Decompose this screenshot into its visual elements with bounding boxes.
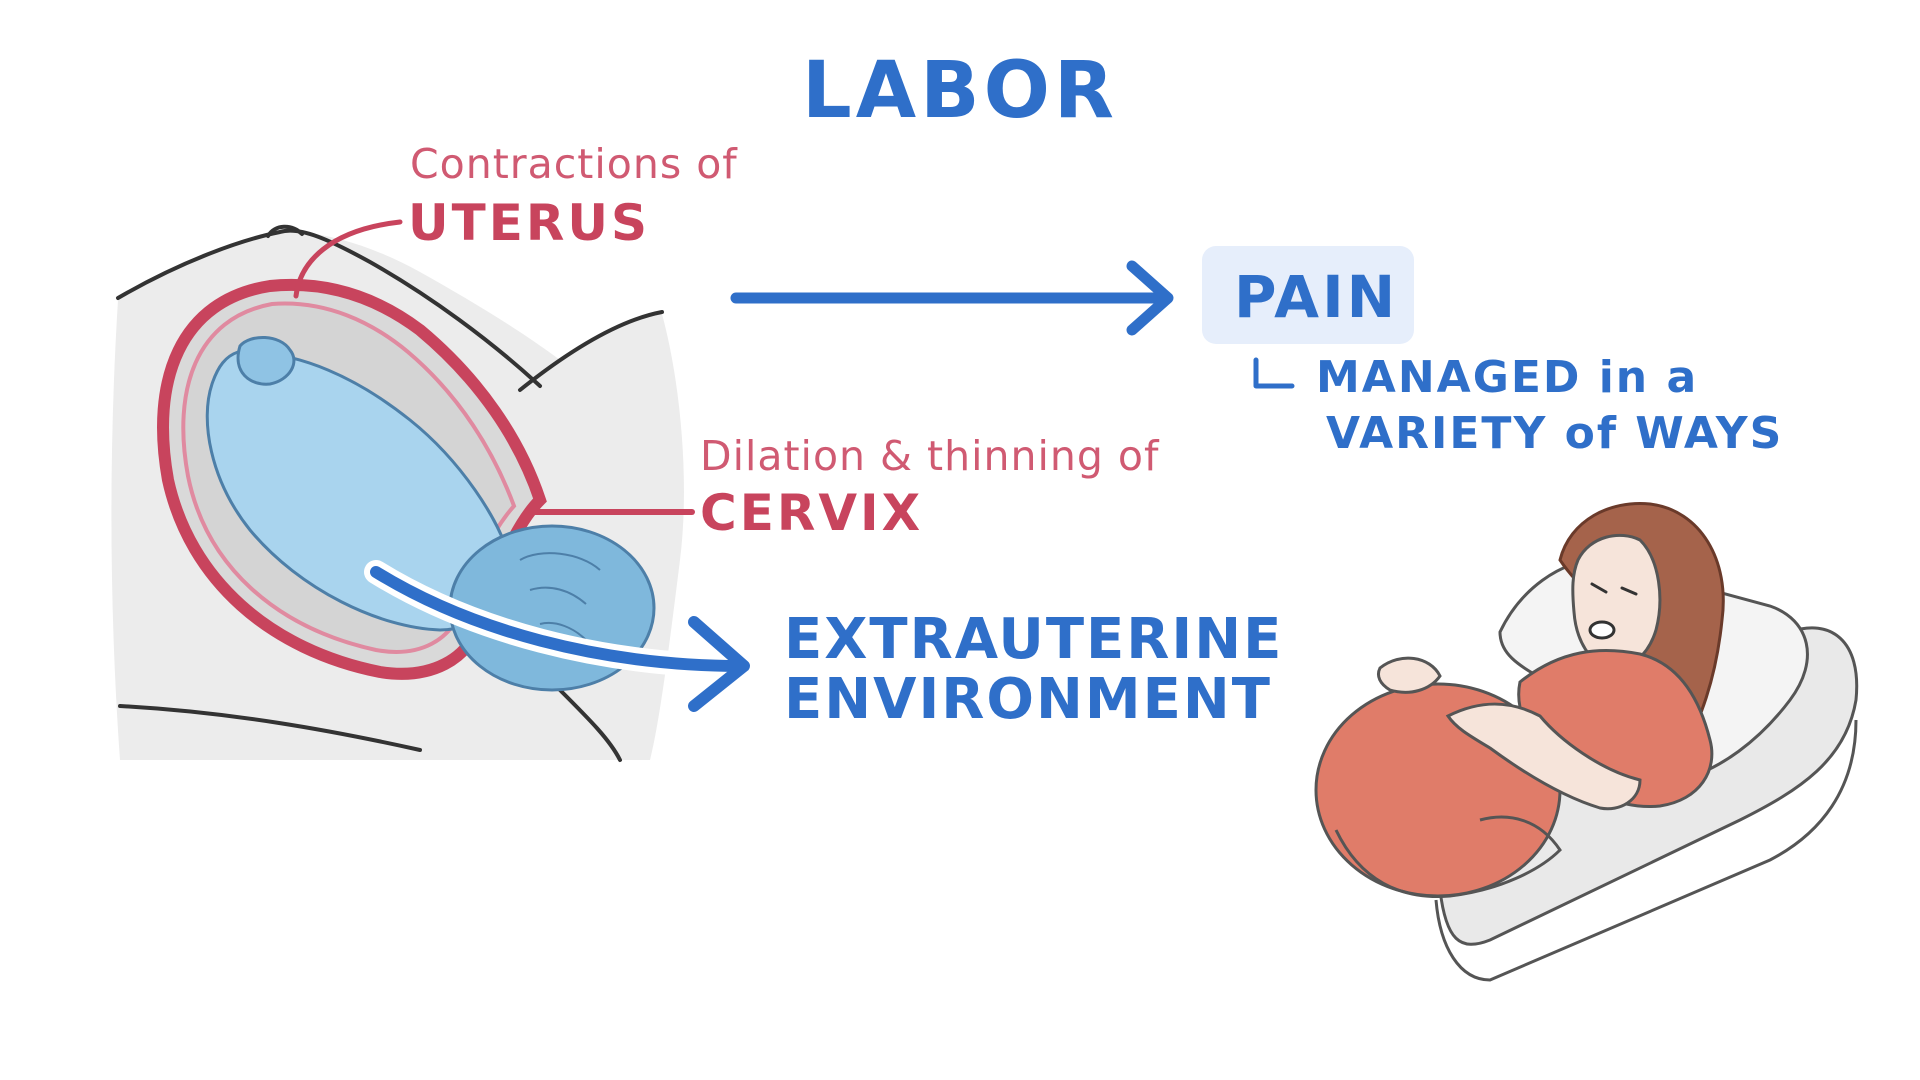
thigh-outline [518, 310, 664, 392]
bed-edge [1434, 719, 1858, 982]
page-title: LABOR [802, 46, 1118, 136]
managed-line2: VARIETY of WAYS [1326, 408, 1784, 459]
extrauterine-line1: EXTRAUTERINE [784, 607, 1284, 672]
woman-hand [1376, 656, 1442, 694]
leg-outline [558, 688, 622, 762]
pain-highlight-box [1202, 246, 1414, 344]
back-outline [118, 704, 422, 752]
belly-outline [116, 228, 542, 388]
arrow-to-pain [730, 260, 1174, 336]
fetus-hair [519, 552, 601, 641]
woman-eyes [1590, 582, 1638, 596]
curved-arrow-stroke [370, 566, 748, 672]
elbow-connector-icon [1253, 357, 1295, 389]
fetus-foot [236, 335, 296, 386]
fetus-body [205, 350, 512, 632]
woman-mouth [1588, 620, 1616, 640]
managed-line1: MANAGED in a [1316, 352, 1699, 403]
woman-arm [1445, 702, 1642, 811]
uterus-caption: Contractions of [410, 140, 738, 188]
pain-label: PAIN [1234, 263, 1399, 331]
arrow-right-head [1126, 260, 1174, 336]
woman-illustration [1314, 501, 1859, 982]
uterus-label: UTERUS [408, 194, 650, 252]
cervix-label: CERVIX [700, 484, 924, 542]
woman-legs [1334, 815, 1562, 898]
curved-arrow-head [688, 616, 750, 712]
uterus-connector [293, 219, 403, 299]
cervix-caption: Dilation & thinning of [700, 432, 1160, 480]
woman-face [1571, 533, 1662, 670]
curved-arrow [364, 560, 754, 712]
extrauterine-line2: ENVIRONMENT [784, 667, 1272, 732]
navel-bump [266, 224, 304, 238]
uterus-illustration [111, 219, 695, 762]
